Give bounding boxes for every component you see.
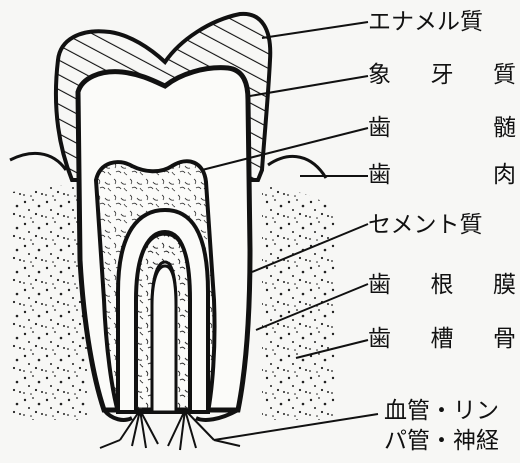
alveolar-bone-left xyxy=(12,182,88,420)
label-vessels-line1: 血管・リン xyxy=(384,398,520,424)
label-gingiva: 歯 肉 xyxy=(368,162,516,188)
label-cementum: セメント質 xyxy=(368,212,516,238)
gingiva-right-line xyxy=(268,156,326,178)
label-dentin: 象 牙 質 xyxy=(368,62,516,88)
root-canal xyxy=(152,266,176,412)
label-periodontal-ligament: 歯 根 膜 xyxy=(368,272,516,298)
label-vessels-line2: パ管・神経 xyxy=(384,428,520,454)
gingiva-left-line xyxy=(10,153,66,170)
leader-enamel xyxy=(262,22,368,38)
label-pulp: 歯 髄 xyxy=(368,115,516,141)
label-alveolar-bone: 歯 槽 骨 xyxy=(368,326,516,352)
alveolar-bone-right xyxy=(262,186,336,420)
label-enamel: エナメル質 xyxy=(368,9,516,35)
